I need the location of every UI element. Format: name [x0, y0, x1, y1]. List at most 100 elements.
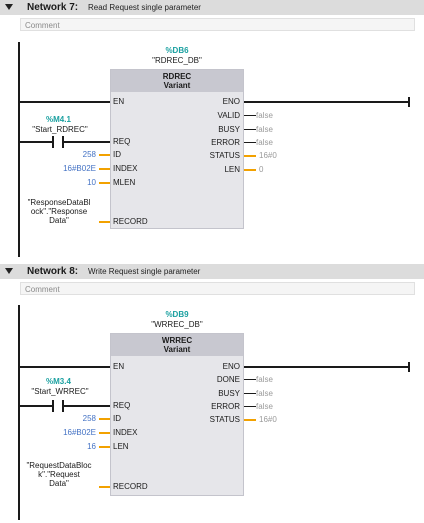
error-wire: [244, 406, 256, 407]
pin-index: INDEX: [113, 164, 138, 173]
network-label: Network 8:: [27, 266, 79, 277]
eno-wire: [244, 101, 409, 103]
len-value[interactable]: 16: [87, 442, 96, 451]
pin-req: REQ: [113, 137, 131, 146]
record-wire: [99, 486, 110, 488]
pin-valid: VALID: [217, 111, 240, 120]
pin-record: RECORD: [113, 482, 148, 491]
record-tag-line: Data": [49, 479, 69, 488]
record-tag-line: ock"."Response: [30, 207, 88, 216]
pin-error: ERROR: [211, 138, 240, 147]
instance-db-address: %DB9: [165, 310, 189, 319]
collapse-triangle-icon[interactable]: [5, 268, 13, 274]
contact-right-bar[interactable]: [62, 136, 64, 148]
eno-wire-end: [408, 362, 410, 372]
pin-id: ID: [113, 150, 121, 159]
instance-db-address: %DB6: [165, 46, 189, 55]
pin-record: RECORD: [113, 217, 148, 226]
pin-busy: BUSY: [218, 389, 240, 398]
pin-len: LEN: [224, 165, 240, 174]
req-wire-left: [18, 405, 52, 407]
req-wire-right: [64, 405, 110, 407]
id-value[interactable]: 258: [82, 150, 96, 159]
len-value: 0: [259, 165, 264, 174]
network-title[interactable]: Write Request single parameter: [88, 267, 201, 276]
id-wire: [99, 418, 110, 420]
pin-mlen: MLEN: [113, 178, 136, 187]
pin-eno: ENO: [222, 362, 240, 371]
valid-wire: [244, 115, 256, 116]
block-name: RDREC: [162, 72, 192, 81]
done-wire: [244, 379, 256, 380]
index-wire: [99, 432, 110, 434]
pin-index: INDEX: [113, 428, 138, 437]
pin-en: EN: [113, 97, 125, 106]
en-wire: [18, 101, 110, 103]
len-wire: [244, 169, 256, 171]
index-value[interactable]: 16#B02E: [63, 164, 96, 173]
contact-address: %M4.1: [46, 115, 71, 124]
mlen-value[interactable]: 10: [87, 178, 96, 187]
contact-left-bar[interactable]: [52, 136, 54, 148]
network-comment[interactable]: Comment: [20, 18, 415, 31]
en-wire: [18, 366, 110, 368]
mlen-wire: [99, 182, 110, 184]
network-7-header[interactable]: Network 7: Read Request single parameter: [0, 0, 424, 15]
error-wire: [244, 142, 256, 143]
network-8-header[interactable]: Network 8: Write Request single paramete…: [0, 264, 424, 279]
pin-en: EN: [113, 362, 125, 371]
req-wire-right: [64, 141, 110, 143]
pin-status: STATUS: [209, 151, 240, 160]
block-header: WRREC Variant: [111, 334, 243, 356]
wrrec-function-block[interactable]: WRREC Variant: [110, 333, 244, 496]
status-value: 16#0: [259, 151, 277, 160]
pin-eno: ENO: [222, 97, 240, 106]
collapse-triangle-icon[interactable]: [5, 4, 13, 10]
block-type: Variant: [163, 345, 191, 354]
id-value[interactable]: 258: [82, 414, 96, 423]
done-value: false: [256, 375, 273, 384]
error-value: false: [256, 138, 273, 147]
record-tag-line: Data": [49, 216, 69, 225]
instance-db-name[interactable]: "RDREC_DB": [152, 56, 202, 65]
block-name: WRREC: [161, 336, 193, 345]
index-wire: [99, 168, 110, 170]
index-value[interactable]: 16#B02E: [63, 428, 96, 437]
record-tag-line: "RequestDataBloc: [26, 461, 92, 470]
record-tag-line: k"."Request: [38, 470, 80, 479]
network-title[interactable]: Read Request single parameter: [88, 3, 201, 12]
len-wire: [99, 446, 110, 448]
pin-status: STATUS: [209, 415, 240, 424]
pin-req: REQ: [113, 401, 131, 410]
rdrec-function-block[interactable]: RDREC Variant: [110, 69, 244, 229]
contact-tag[interactable]: "Start_RDREC": [32, 125, 88, 134]
pin-busy: BUSY: [218, 125, 240, 134]
power-rail: [18, 42, 20, 257]
pin-error: ERROR: [211, 402, 240, 411]
pin-len: LEN: [113, 442, 129, 451]
status-wire: [244, 155, 256, 157]
status-value: 16#0: [259, 415, 277, 424]
eno-wire: [244, 366, 409, 368]
busy-wire: [244, 393, 256, 394]
status-wire: [244, 419, 256, 421]
record-tag[interactable]: "ResponseDataBl ock"."Response Data": [22, 198, 96, 225]
req-wire-left: [18, 141, 52, 143]
id-wire: [99, 154, 110, 156]
record-tag[interactable]: "RequestDataBloc k"."Request Data": [22, 461, 96, 488]
block-header: RDREC Variant: [111, 70, 243, 92]
valid-value: false: [256, 111, 273, 120]
busy-wire: [244, 129, 256, 130]
contact-left-bar[interactable]: [52, 400, 54, 412]
block-type: Variant: [163, 81, 191, 90]
record-tag-line: "ResponseDataBl: [27, 198, 91, 207]
pin-done: DONE: [216, 375, 240, 384]
eno-wire-end: [408, 97, 410, 107]
contact-right-bar[interactable]: [62, 400, 64, 412]
pin-id: ID: [113, 414, 121, 423]
busy-value: false: [256, 389, 273, 398]
contact-tag[interactable]: "Start_WRREC": [31, 387, 89, 396]
network-comment[interactable]: Comment: [20, 282, 415, 295]
error-value: false: [256, 402, 273, 411]
instance-db-name[interactable]: "WRREC_DB": [151, 320, 203, 329]
